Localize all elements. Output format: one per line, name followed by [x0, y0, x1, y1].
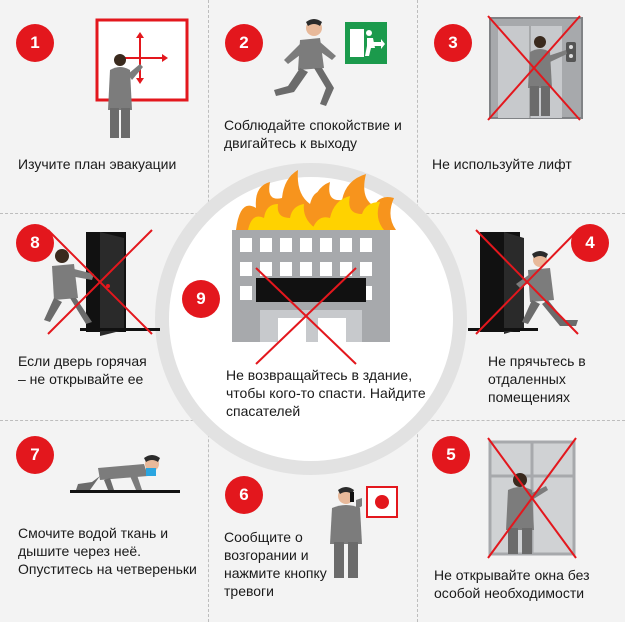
hiding-behind-door-icon [468, 229, 579, 335]
step-7-caption: Смочите водой ткань и дышите через неё. … [18, 525, 197, 577]
step-6-caption: Сообщите о возгорании и нажмите кнопку т… [224, 529, 327, 599]
step-7-badge: 7 [16, 436, 54, 474]
step-8-badge: 8 [16, 224, 54, 262]
step-2-caption: Соблюдайте спокойствие и двигайтесь к вы… [224, 117, 402, 151]
hot-door-icon [44, 229, 160, 336]
step-5-caption: Не открывайте окна без особой необходимо… [434, 567, 590, 601]
step-9-badge: 9 [182, 280, 220, 318]
step-1-badge: 1 [16, 24, 54, 62]
elevator-icon [487, 15, 583, 121]
exit-sign-icon [345, 22, 387, 64]
crawling-person-icon [70, 455, 180, 493]
step-5-badge: 5 [432, 436, 470, 474]
window-icon [487, 437, 577, 559]
step-9-caption: Не возвращайтесь в здание, чтобы кого-то… [226, 367, 426, 419]
step-3-caption: Не используйте лифт [432, 156, 572, 172]
step-8-caption: Если дверь горячая – не открывайте ее [18, 353, 147, 387]
running-person-icon [274, 19, 336, 106]
step-2-badge: 2 [225, 24, 263, 62]
step-3-badge: 3 [434, 24, 472, 62]
step-4-caption: Не прячьтесь в отдаленных помещениях [488, 353, 586, 405]
evacuation-plan-icon [95, 18, 189, 138]
alarm-button-icon [366, 486, 398, 518]
person-on-phone-icon [330, 487, 362, 578]
burning-building-icon [232, 170, 396, 365]
step-1-caption: Изучите план эвакуации [18, 156, 177, 172]
step-6-badge: 6 [225, 476, 263, 514]
